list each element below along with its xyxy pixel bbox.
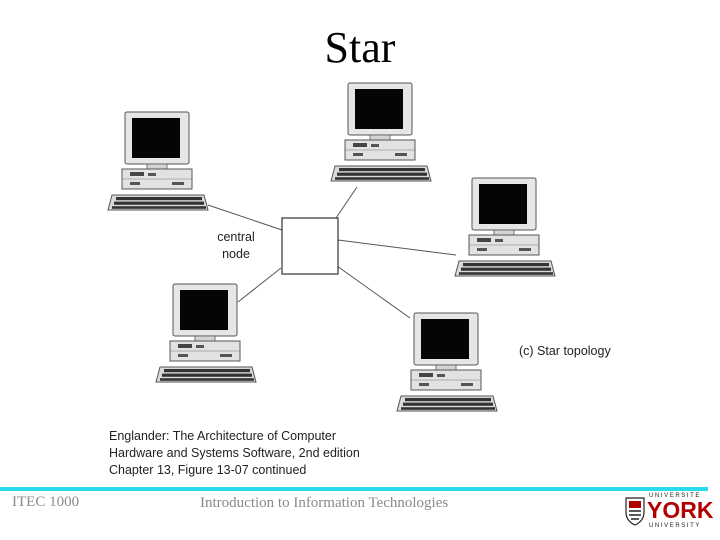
central-label-line1: central	[217, 230, 255, 244]
computer-top-center	[330, 82, 432, 182]
link-to-pc-bottom-right	[336, 265, 411, 319]
link-to-pc-bottom-left	[237, 267, 282, 303]
caption-line: Hardware and Systems Software, 2nd editi…	[109, 446, 360, 460]
caption-line: Englander: The Architecture of Computer	[109, 429, 336, 443]
computer-bottom-left	[155, 283, 257, 383]
caption-line: Chapter 13, Figure 13-07 continued	[109, 463, 307, 477]
slide-title: Star	[324, 23, 396, 72]
york-university-logo: UNIVERSITE YORK UNIVERSITY	[625, 492, 714, 532]
footer-course-code: ITEC 1000	[12, 494, 80, 510]
central-label-line2: node	[222, 247, 250, 261]
footer-course-title: Introduction to Information Technologies	[200, 495, 449, 511]
figure-caption: Englander: The Architecture of Computer …	[109, 428, 360, 479]
topology-label: (c) Star topology	[519, 344, 611, 358]
computer-bottom-right	[396, 312, 498, 412]
computer-right	[454, 177, 556, 277]
link-to-pc-right	[337, 239, 457, 256]
link-to-pc-top-left	[207, 204, 283, 231]
logo-bottom-text: UNIVERSITY	[649, 523, 702, 529]
central-node	[281, 217, 339, 275]
footer-divider	[0, 487, 708, 491]
logo-top-text: UNIVERSITE	[649, 493, 702, 499]
logo-wordmark: YORK	[647, 497, 714, 523]
link-to-pc-top-center	[335, 186, 358, 219]
computer-top-left	[107, 111, 209, 211]
crest-icon	[625, 497, 645, 526]
